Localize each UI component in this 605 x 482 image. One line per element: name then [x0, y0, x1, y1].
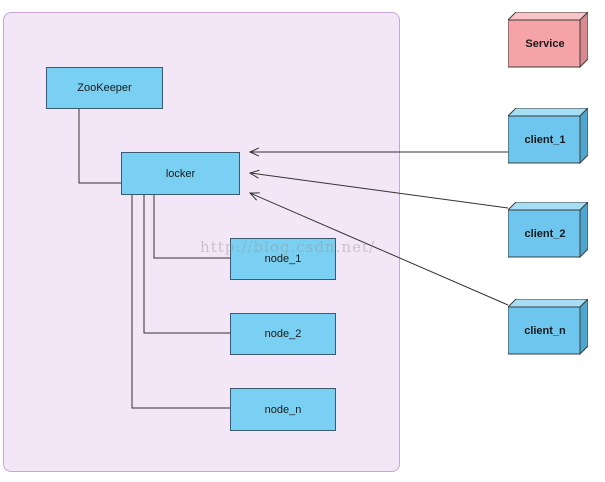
- clientn-arrow: [250, 193, 509, 306]
- service-cube: Service: [508, 12, 588, 68]
- service-label: Service: [525, 37, 565, 50]
- locker-to-node2-line: [143, 195, 230, 334]
- locker-to-node1-line: [153, 195, 230, 259]
- client2-arrow: [250, 173, 509, 209]
- node-1: node_1: [230, 238, 336, 280]
- client-2-cube: client_2: [508, 202, 588, 258]
- zookeeper-to-locker-line: [78, 109, 121, 184]
- client-2-label: client_2: [524, 227, 566, 240]
- client-1-label: client_1: [524, 133, 566, 146]
- zookeeper-label: ZooKeeper: [77, 82, 132, 94]
- client-n-label: client_n: [524, 324, 566, 337]
- locker-label: locker: [165, 167, 196, 180]
- locker-node: locker: [121, 152, 240, 195]
- zookeeper-node: ZooKeeper: [46, 67, 163, 109]
- client-n-cube: client_n: [508, 299, 588, 355]
- node-1-label: node_1: [264, 253, 302, 265]
- node-2: node_2: [230, 313, 336, 355]
- locker-to-noden-line: [131, 195, 230, 409]
- node-2-label: node_2: [264, 328, 302, 340]
- node-n-label: node_n: [264, 403, 302, 416]
- client-1-cube: client_1: [508, 108, 588, 164]
- node-n: node_n: [230, 388, 336, 431]
- watermark-text: http://blog.csdn.net/: [200, 238, 376, 256]
